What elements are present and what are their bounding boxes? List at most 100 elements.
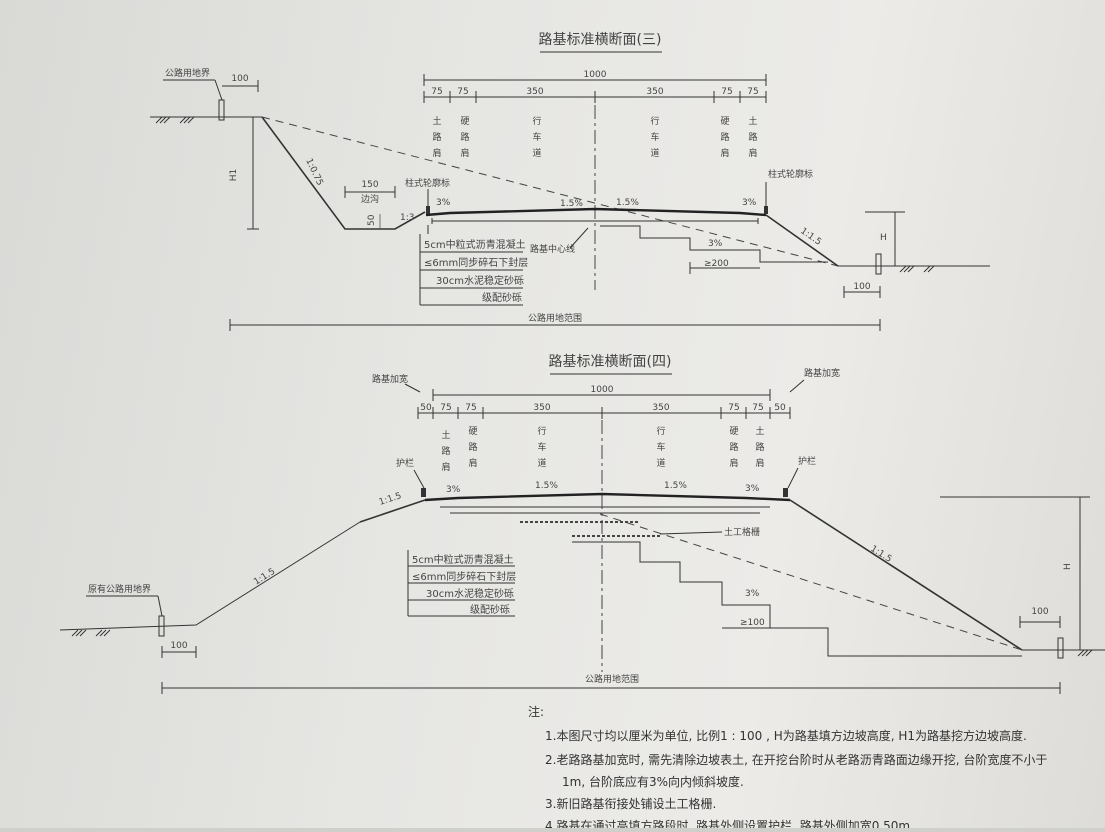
step-slope: 3% bbox=[745, 589, 760, 599]
benching-steps bbox=[572, 541, 1022, 657]
svg-text:道: 道 bbox=[650, 147, 659, 159]
guardrail-right bbox=[783, 488, 788, 497]
svg-text:土: 土 bbox=[755, 425, 764, 437]
svg-text:硬: 硬 bbox=[460, 116, 469, 127]
section-4-title: 路基标准横断面(四) bbox=[549, 353, 672, 370]
slope-3pct-left: 3% bbox=[436, 198, 451, 208]
notes: 注: 1.本图尺寸均以厘米为单位, 比例1 : 100 , H为路基填方边坡高度… bbox=[528, 704, 1047, 832]
crown-slope-left: 1.5% bbox=[535, 481, 558, 491]
svg-text:肩: 肩 bbox=[460, 147, 469, 159]
ditch-slope: 1:3 bbox=[400, 213, 414, 223]
note-line: 2.老路路基加宽时, 需先清除边坡表土, 在开挖台阶时从老路沥青路面边缘开挖, … bbox=[545, 752, 1047, 767]
dim-seg: 350 bbox=[646, 87, 663, 97]
delineator-post bbox=[426, 206, 430, 214]
cut-slope-label: 1:0.75 bbox=[303, 157, 324, 187]
layer-4: 级配砂砾 bbox=[482, 291, 522, 304]
guardrail-left-label: 护栏 bbox=[396, 457, 414, 469]
section-3: 路基标准横断面(三) 1000 75 75 350 350 75 75 土 路 … bbox=[150, 31, 990, 331]
dim-seg: 75 bbox=[752, 403, 763, 413]
svg-text:行: 行 bbox=[656, 425, 665, 437]
svg-text:土: 土 bbox=[748, 115, 757, 127]
left-offset: 100 bbox=[170, 641, 187, 651]
fill-slope-right-label: 1:1.5 bbox=[868, 544, 893, 565]
land-boundary-label: 公路用地界 bbox=[165, 67, 210, 79]
pavement-surface bbox=[424, 492, 791, 502]
crown-slope-right: 1.5% bbox=[616, 198, 639, 208]
svg-text:肩: 肩 bbox=[755, 457, 764, 469]
dim-seg: 75 bbox=[431, 87, 442, 97]
dim-seg: 75 bbox=[728, 403, 739, 413]
svg-text:肩: 肩 bbox=[720, 147, 729, 159]
crown-slope-right: 1.5% bbox=[664, 481, 687, 491]
fill-slope-label: 1:1.5 bbox=[798, 226, 823, 247]
layer-2: ≤6mm同步碎石下封层 bbox=[412, 570, 516, 583]
old-road-slope-left bbox=[59, 521, 361, 631]
right-offset: 100 bbox=[1031, 607, 1048, 617]
h-label: H bbox=[1063, 563, 1073, 570]
centerline-label: 路基中心线 bbox=[530, 243, 575, 255]
dim-seg: 75 bbox=[465, 403, 476, 413]
layer-3: 30cm水泥稳定砂砾 bbox=[436, 274, 524, 287]
svg-text:行: 行 bbox=[650, 115, 659, 127]
notes-heading: 注: bbox=[528, 704, 544, 719]
svg-text:行: 行 bbox=[532, 115, 541, 127]
slope-3pct-right: 3% bbox=[742, 198, 757, 208]
svg-text:路: 路 bbox=[755, 441, 764, 453]
svg-text:硬: 硬 bbox=[729, 426, 738, 437]
h1-label: H1 bbox=[229, 169, 239, 182]
svg-text:土: 土 bbox=[441, 429, 450, 441]
lane-labels: 土 路 肩 硬 路 肩 行 车 道 行 车 道 硬 路 肩 土 路 肩 bbox=[441, 425, 764, 473]
svg-text:车: 车 bbox=[656, 441, 665, 453]
pavement-layers: 5cm中粒式沥青混凝土 ≤6mm同步碎石下封层 30cm水泥稳定砂砾 级配砂砾 bbox=[407, 550, 516, 617]
dim-seg: 50 bbox=[420, 403, 432, 413]
svg-text:硬: 硬 bbox=[720, 116, 729, 127]
svg-text:肩: 肩 bbox=[432, 147, 441, 159]
pavement-surface bbox=[425, 207, 767, 217]
section-4: 路基标准横断面(四) 路基加宽 路基加宽 1000 50 75 75 350 3… bbox=[59, 353, 1105, 694]
step-slope: 3% bbox=[708, 239, 723, 249]
dim-seg: 350 bbox=[533, 403, 550, 413]
ditch-depth: 50 bbox=[367, 214, 377, 226]
fill-slope-right bbox=[789, 499, 1023, 651]
svg-text:道: 道 bbox=[656, 457, 665, 469]
widen-right-label: 路基加宽 bbox=[804, 367, 840, 379]
post-delineator-left: 柱式轮廓标 bbox=[405, 177, 450, 189]
widen-left-label: 路基加宽 bbox=[372, 373, 408, 385]
svg-text:路: 路 bbox=[729, 441, 738, 453]
boundary-marker-right bbox=[1057, 637, 1064, 659]
pavement-layers: 5cm中粒式沥青混凝土 ≤6mm同步碎石下封层 30cm水泥稳定砂砾 级配砂砾 bbox=[419, 225, 528, 306]
layer-3: 30cm水泥稳定砂砾 bbox=[426, 587, 514, 600]
original-ground-line bbox=[261, 116, 839, 267]
old-slope-line bbox=[599, 513, 1023, 651]
svg-text:道: 道 bbox=[532, 147, 541, 159]
layer-1: 5cm中粒式沥青混凝土 bbox=[424, 238, 526, 251]
old-boundary-label: 原有公路用地界 bbox=[88, 583, 151, 595]
svg-text:路: 路 bbox=[432, 131, 441, 143]
dim-total: 1000 bbox=[584, 70, 607, 80]
boundary-marker-right bbox=[875, 253, 882, 275]
svg-text:路: 路 bbox=[460, 131, 469, 143]
svg-text:路: 路 bbox=[468, 441, 477, 453]
cut-slope-and-ditch bbox=[261, 116, 426, 230]
slope-3pct-left: 3% bbox=[446, 485, 461, 495]
boundary-marker-left bbox=[158, 615, 165, 637]
crown-slope-left: 1.5% bbox=[560, 199, 583, 209]
ditch-label: 边沟 bbox=[361, 193, 379, 205]
svg-text:路: 路 bbox=[441, 445, 450, 457]
svg-text:肩: 肩 bbox=[441, 461, 450, 473]
svg-text:肩: 肩 bbox=[729, 457, 738, 469]
ditch-width: 150 bbox=[361, 180, 378, 190]
svg-text:路: 路 bbox=[720, 131, 729, 143]
dim-seg: 75 bbox=[457, 87, 468, 97]
svg-text:肩: 肩 bbox=[468, 457, 477, 469]
note-line: 1.本图尺寸均以厘米为单位, 比例1 : 100 , H为路基填方边坡高度, H… bbox=[545, 728, 1027, 743]
land-range-label: 公路用地范围 bbox=[528, 312, 582, 324]
ground-hatch bbox=[155, 116, 195, 124]
note-line: 4.路基在通过高填方路段时, 路基外侧设置护栏, 路基外侧加宽0.50m. bbox=[545, 818, 914, 828]
dim-land-offset: 100 bbox=[231, 74, 248, 84]
layer-1: 5cm中粒式沥青混凝土 bbox=[412, 553, 514, 566]
dim-seg: 75 bbox=[747, 87, 758, 97]
svg-text:土: 土 bbox=[432, 115, 441, 127]
benching-steps bbox=[600, 225, 828, 263]
